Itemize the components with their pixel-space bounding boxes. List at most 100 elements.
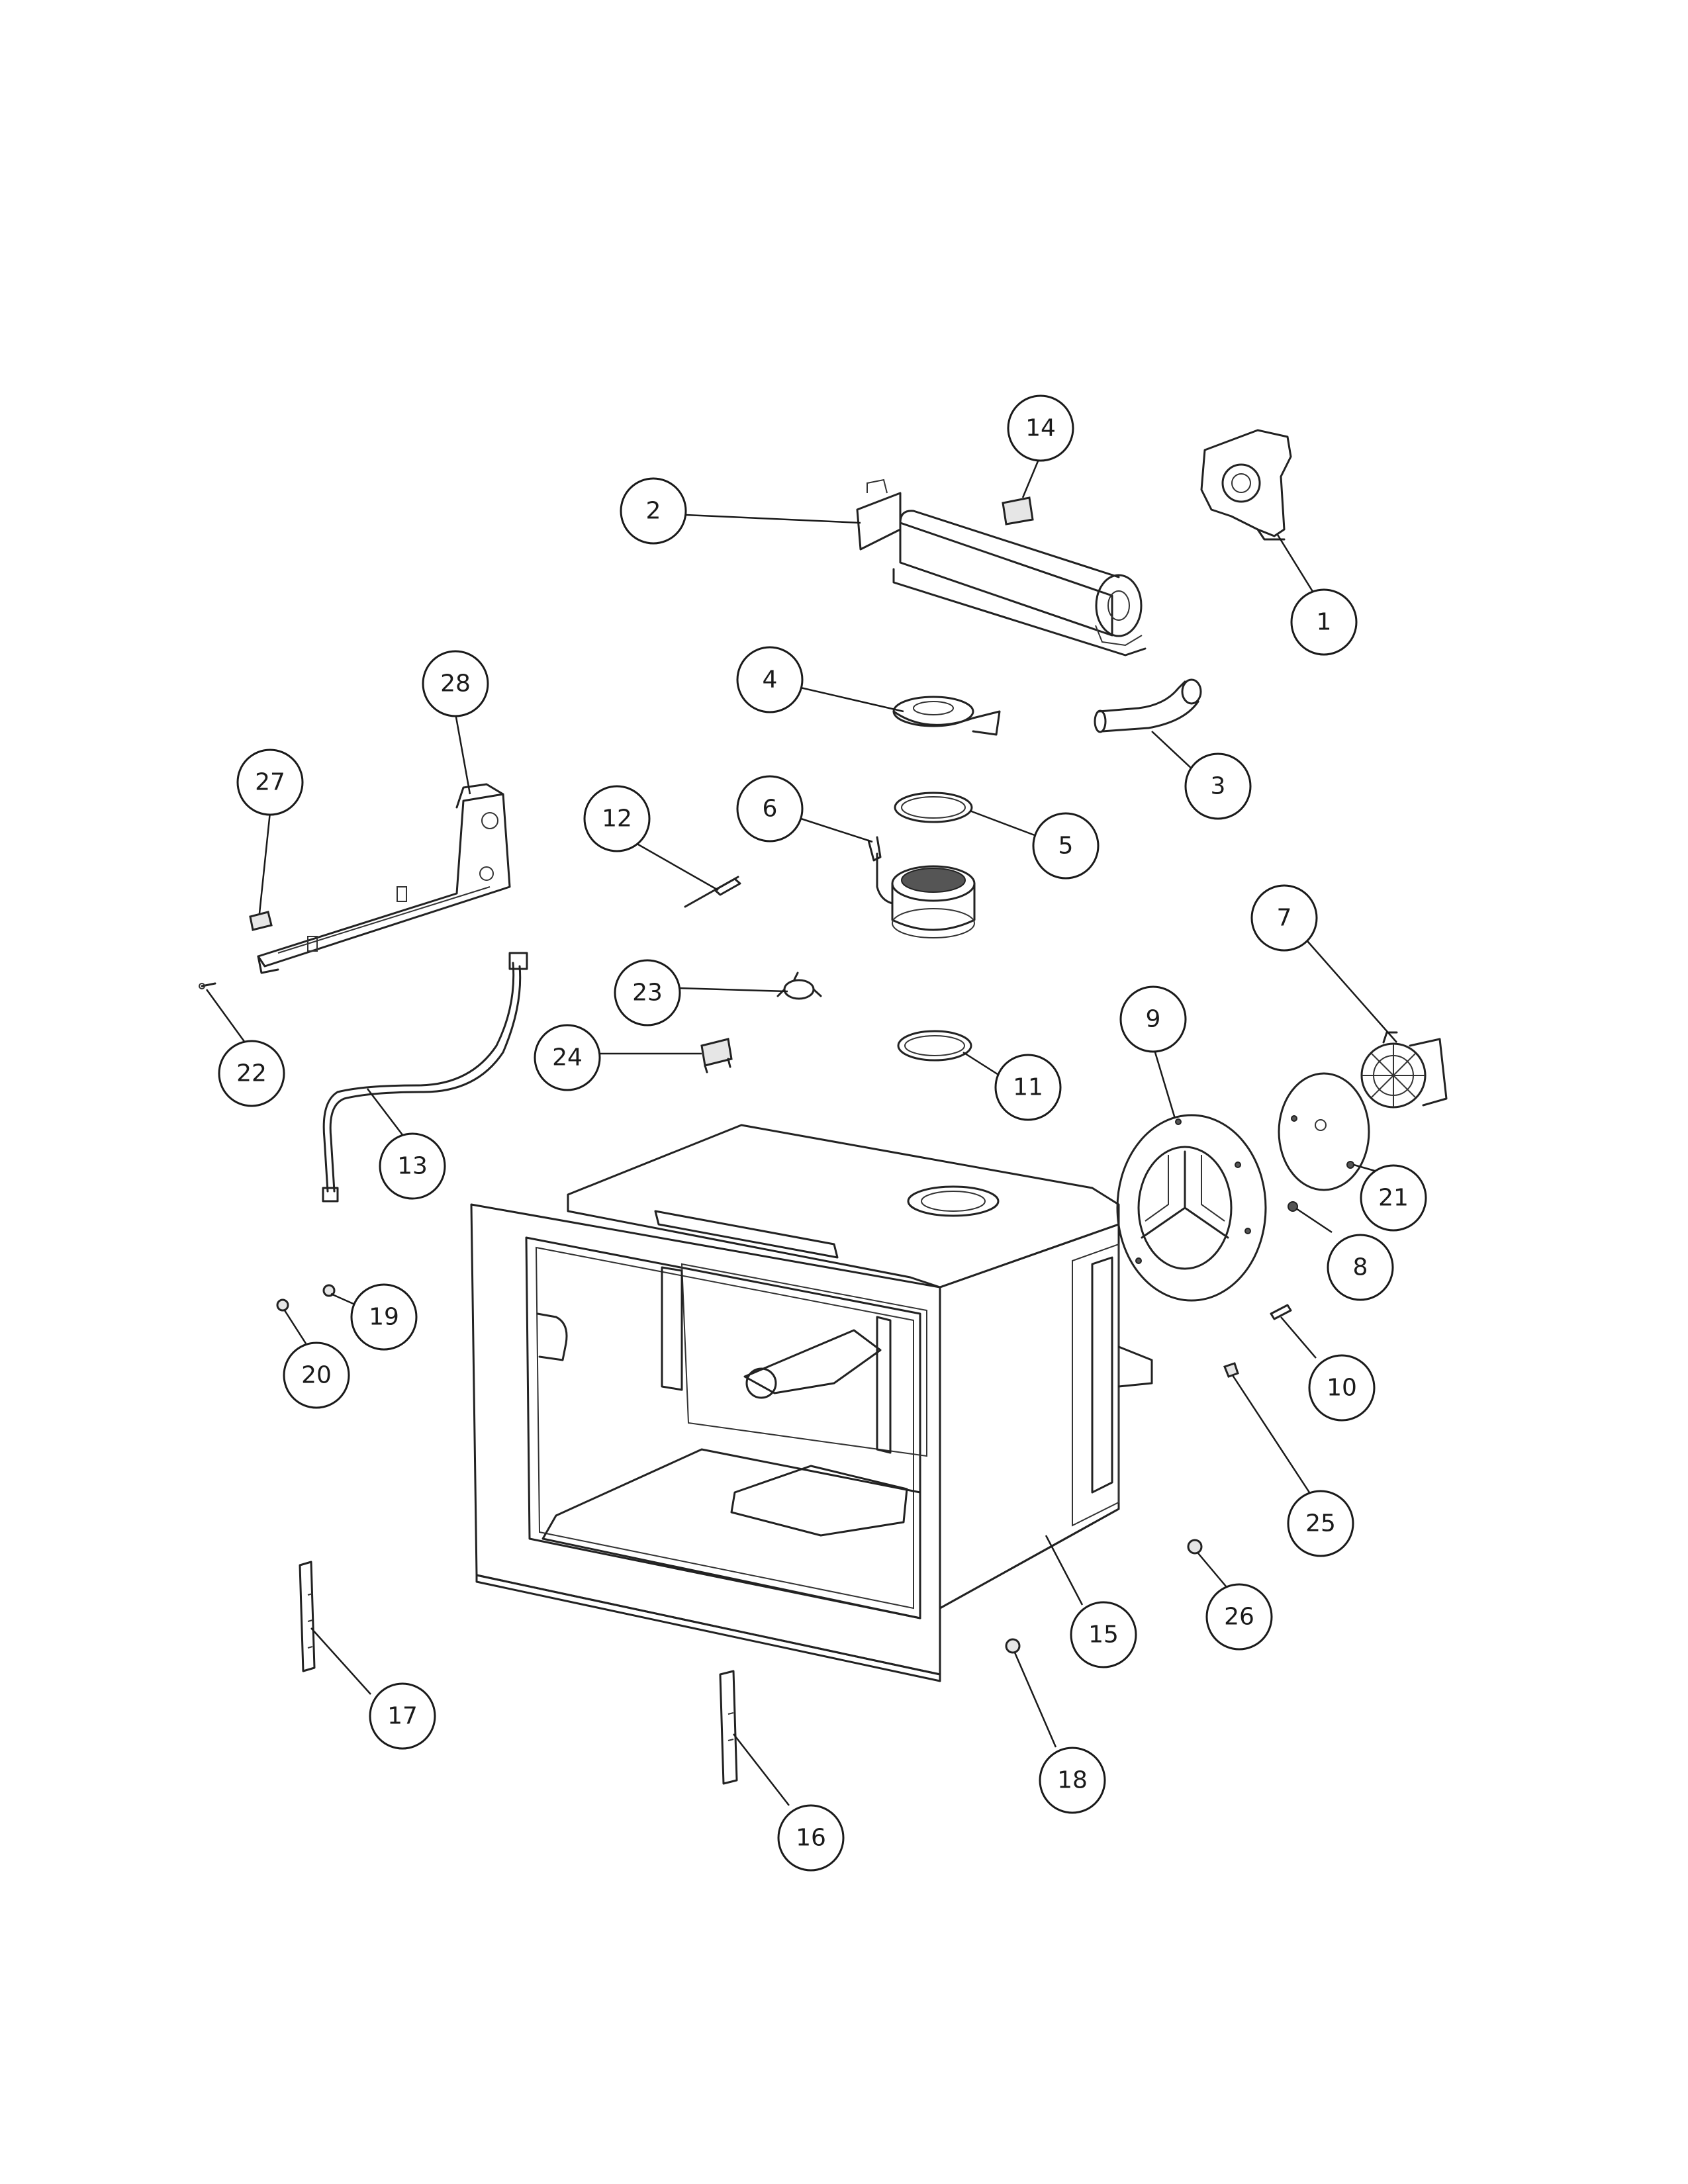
leader-22 [205, 989, 246, 1043]
callout-11: 11 [994, 1054, 1062, 1121]
callout-label: 15 [1088, 1621, 1119, 1649]
callout-label: 12 [602, 805, 632, 833]
part-21-round-plate [1278, 1072, 1370, 1191]
part-1-blower-housing [1200, 429, 1292, 541]
part-24-switch [700, 1038, 733, 1073]
leader-25 [1231, 1375, 1311, 1493]
leader-15 [1045, 1535, 1084, 1606]
callout-label: 25 [1305, 1510, 1336, 1537]
callout-14: 14 [1007, 394, 1074, 462]
callout-26: 26 [1205, 1583, 1273, 1651]
callout-22: 22 [218, 1040, 285, 1107]
callout-label: 4 [763, 666, 778, 694]
callout-label: 26 [1224, 1604, 1254, 1631]
callout-label: 9 [1146, 1006, 1161, 1033]
part-26-nut [1187, 1539, 1203, 1555]
callout-label: 27 [255, 769, 285, 796]
callout-2: 2 [620, 477, 687, 545]
leader-5 [969, 809, 1035, 837]
callout-label: 11 [1013, 1074, 1043, 1101]
part-11-gasket-ring [897, 1030, 972, 1062]
callout-1: 1 [1290, 588, 1358, 656]
leader-6 [800, 817, 873, 843]
callout-label: 23 [632, 979, 663, 1007]
callout-label: 10 [1327, 1375, 1357, 1402]
callout-label: 3 [1211, 773, 1226, 800]
leader-23 [678, 987, 788, 993]
part-12-probe [684, 876, 741, 908]
part-3-curved-duct [1094, 678, 1202, 733]
callout-label: 7 [1277, 905, 1292, 932]
callout-label: 1 [1317, 609, 1332, 636]
leader-2 [685, 514, 861, 524]
callout-label: 8 [1353, 1254, 1368, 1281]
part-2-tangential-fan [856, 478, 1147, 657]
callout-7: 7 [1250, 884, 1318, 952]
part-15-oven-cavity [470, 1124, 1153, 1682]
part-27-connector [249, 911, 273, 931]
part-25-clip [1223, 1362, 1239, 1378]
callout-label: 18 [1057, 1767, 1088, 1794]
part-23-thermostat [776, 972, 822, 1000]
callout-28: 28 [422, 650, 489, 717]
callout-label: 14 [1025, 415, 1056, 442]
callout-12: 12 [583, 785, 651, 852]
callout-21: 21 [1360, 1164, 1427, 1232]
leader-18 [1013, 1652, 1057, 1748]
leader-7 [1307, 940, 1397, 1043]
callout-4: 4 [736, 646, 804, 713]
leader-13 [367, 1088, 406, 1139]
callout-6: 6 [736, 775, 804, 842]
callout-3: 3 [1184, 752, 1252, 820]
part-18-nut [1005, 1638, 1021, 1654]
part-4-fan-plate [892, 696, 1001, 736]
leader-14 [1021, 457, 1041, 498]
part-13-wire-harness [322, 952, 528, 1203]
part-10-pin [1270, 1304, 1292, 1320]
leader-4 [797, 686, 904, 713]
part-28-control-bracket [257, 783, 511, 974]
leader-17 [310, 1627, 371, 1695]
part-20-screw [276, 1298, 289, 1312]
callout-label: 22 [236, 1060, 267, 1087]
callout-label: 6 [763, 796, 778, 823]
callout-label: 16 [796, 1825, 826, 1852]
leader-21 [1353, 1163, 1378, 1173]
part-9-fan-shroud [1116, 1114, 1267, 1302]
callout-25: 25 [1287, 1490, 1354, 1557]
leader-10 [1280, 1316, 1317, 1359]
callout-17: 17 [369, 1682, 436, 1750]
callout-10: 10 [1308, 1354, 1376, 1422]
callout-24: 24 [534, 1024, 601, 1091]
part-6-heater-coil [867, 836, 976, 938]
callout-label: 20 [301, 1362, 332, 1389]
callout-9: 9 [1119, 985, 1187, 1053]
leader-3 [1151, 731, 1194, 770]
part-5-gasket-ring [894, 792, 973, 823]
leader-8 [1295, 1207, 1333, 1234]
callout-27: 27 [236, 749, 304, 816]
part-16-hinge [719, 1670, 738, 1785]
leader-11 [962, 1051, 1000, 1077]
callout-label: 28 [440, 670, 471, 698]
callout-label: 2 [646, 498, 661, 525]
callout-23: 23 [614, 959, 681, 1026]
callout-label: 13 [397, 1153, 428, 1180]
callout-13: 13 [379, 1132, 446, 1200]
part-7-fan-motor [1360, 1031, 1448, 1109]
callout-19: 19 [350, 1283, 418, 1351]
callout-15: 15 [1070, 1601, 1137, 1668]
part-14-tag [1002, 496, 1034, 525]
leader-20 [283, 1310, 307, 1344]
part-22-screw [199, 982, 216, 989]
leader-9 [1154, 1052, 1176, 1119]
leader-lines [205, 457, 1397, 1806]
callout-16: 16 [777, 1804, 845, 1872]
callout-label: 21 [1378, 1185, 1409, 1212]
part-17-hinge [299, 1561, 316, 1672]
callout-20: 20 [283, 1342, 350, 1409]
callout-5: 5 [1032, 812, 1100, 880]
leader-16 [733, 1733, 790, 1806]
leader-28 [454, 713, 471, 795]
callout-8: 8 [1327, 1234, 1394, 1301]
